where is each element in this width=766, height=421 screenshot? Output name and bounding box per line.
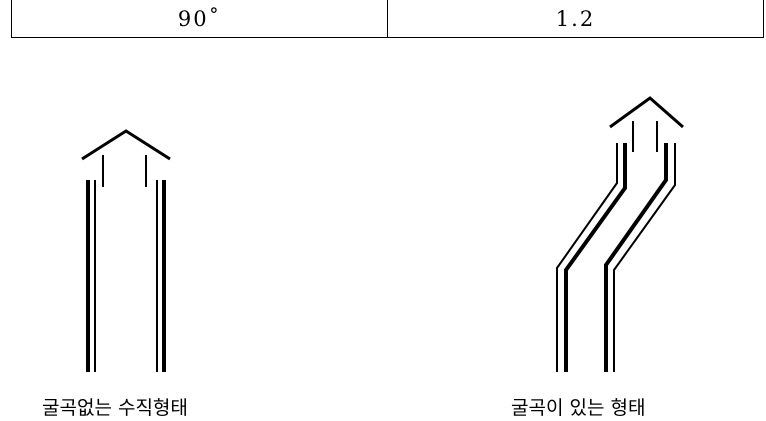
value-cell: 1.2	[387, 0, 763, 37]
spec-table-row: 90˚ 1.2	[11, 0, 764, 38]
angle-cell: 90˚	[177, 6, 222, 31]
bent-arrowhead	[609, 96, 684, 152]
straight-right-lane-lines	[156, 180, 166, 372]
straight-left-lane-lines	[86, 180, 96, 372]
straight-arrowhead	[81, 129, 171, 187]
bent-right-lane-lines	[604, 143, 676, 372]
straight-caption: 굴곡없는 수직형태	[42, 397, 188, 419]
bent-caption: 굴곡이 있는 형태	[511, 397, 646, 419]
bent-left-lane-lines	[556, 143, 627, 372]
